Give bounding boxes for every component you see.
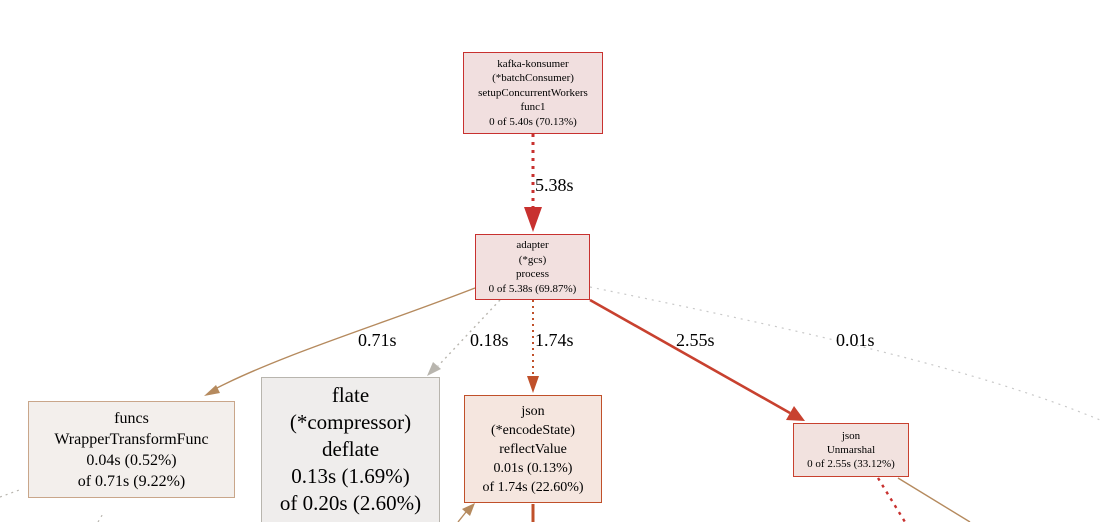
edge-partial-into-json-encode (457, 503, 475, 522)
node-line: funcs (114, 409, 149, 427)
node-kafka-konsumer[interactable]: kafka-konsumer (*batchConsumer) setupCon… (463, 52, 603, 134)
edge-adapter-funcs[interactable] (204, 287, 476, 396)
node-line: adapter (516, 239, 549, 251)
node-line: deflate (321, 436, 380, 461)
node-line: (*compressor) (289, 409, 412, 434)
edge-adapter-json-unmarshal[interactable] (589, 298, 805, 421)
edge-partial-unmarshal-down (876, 477, 971, 522)
arrowhead-icon (427, 362, 441, 376)
node-line: json (521, 403, 545, 419)
node-stats: of 0.20s (2.60%) (279, 490, 422, 515)
edge-partial-left (0, 488, 105, 522)
node-stats: 0.13s (1.69%) (291, 463, 410, 488)
edge-adapter-flate[interactable] (427, 299, 501, 376)
node-line: setupConcurrentWorkers (478, 86, 588, 99)
edge-label-adapter-flate: 0.18s (470, 330, 509, 350)
edge-adapter-json-encode[interactable] (527, 300, 539, 393)
node-line: (*gcs) (518, 253, 547, 266)
node-stats: 0.04s (0.52%) (86, 451, 177, 469)
node-flate-deflate[interactable]: flate (*compressor) deflate 0.13s (1.69%… (261, 377, 440, 522)
node-stats: of 1.74s (22.60%) (482, 479, 584, 495)
node-line: (*batchConsumer) (492, 72, 574, 85)
node-line: (*encodeState) (491, 422, 575, 438)
node-json-unmarshal[interactable]: json Unmarshal 0 of 2.55s (33.12%) (793, 423, 909, 477)
node-json-reflect-value[interactable]: json (*encodeState) reflectValue 0.01s (… (464, 395, 602, 503)
node-line: Unmarshal (826, 444, 876, 456)
edge-label-kafka-adapter: 5.38s (535, 175, 574, 195)
node-stats: 0 of 2.55s (33.12%) (807, 458, 895, 470)
node-line: WrapperTransformFunc (54, 430, 209, 448)
node-stats: 0 of 5.40s (70.13%) (489, 115, 577, 128)
node-line: func1 (520, 101, 546, 114)
node-stats: 0 of 5.38s (69.87%) (488, 282, 577, 295)
node-line: json (841, 430, 861, 442)
arrowhead-icon (204, 385, 220, 396)
node-adapter-process[interactable]: adapter (*gcs) process 0 of 5.38s (69.87… (475, 234, 590, 300)
node-line: reflectValue (499, 441, 567, 457)
edge-label-adapter-json-unmarshal: 2.55s (676, 330, 715, 350)
arrowhead-icon (786, 406, 805, 421)
node-line: flate (331, 382, 370, 407)
edge-label-adapter-json-encode: 1.74s (535, 330, 574, 350)
node-stats: of 0.71s (9.22%) (77, 472, 186, 490)
arrowhead-icon (462, 503, 475, 516)
arrowhead-icon (524, 207, 542, 232)
edge-label-adapter-funcs: 0.71s (358, 330, 397, 350)
arrowhead-icon (527, 376, 539, 393)
node-stats: 0.01s (0.13%) (493, 460, 573, 476)
edge-kafka-adapter[interactable] (524, 134, 542, 232)
edge-label-adapter-offscreen: 0.01s (836, 330, 875, 350)
node-line: kafka-konsumer (497, 57, 569, 70)
edge-adapter-offscreen[interactable] (589, 286, 1100, 421)
node-funcs-wrapper-transform[interactable]: funcs WrapperTransformFunc 0.04s (0.52%)… (28, 401, 235, 498)
node-line: process (516, 268, 549, 280)
